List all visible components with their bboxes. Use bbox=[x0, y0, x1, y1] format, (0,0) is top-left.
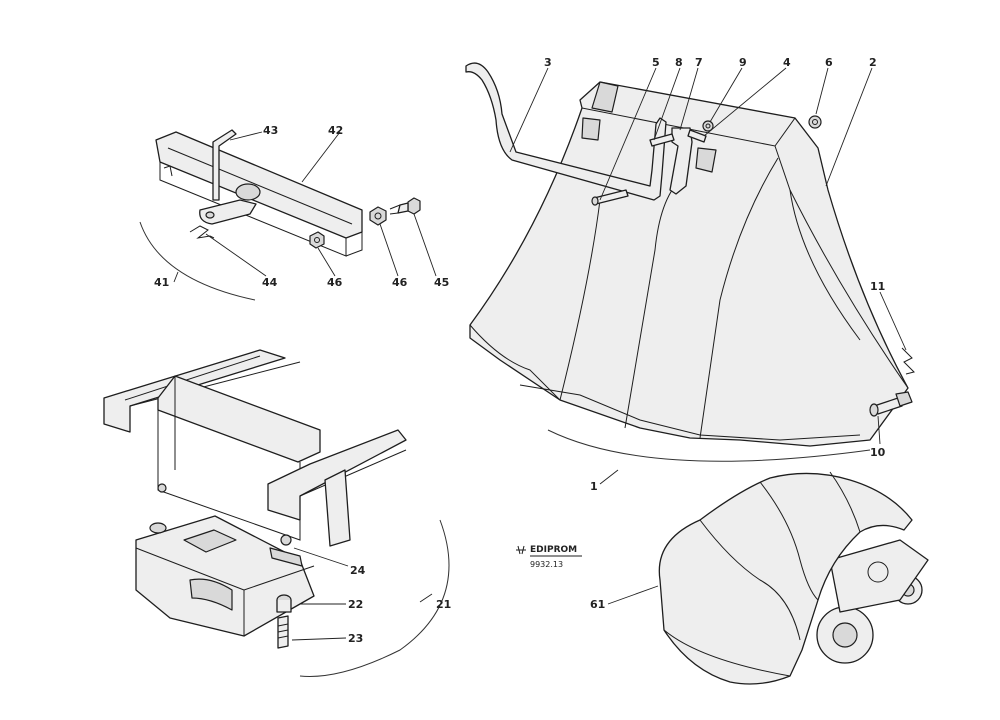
callout-46: 46 bbox=[392, 276, 408, 289]
mower-frame bbox=[103, 349, 407, 547]
fuel-tank-part-22 bbox=[135, 515, 315, 637]
callout-21: 21 bbox=[436, 598, 451, 611]
leader-lines bbox=[173, 67, 907, 641]
nut-part-6 bbox=[808, 115, 822, 129]
clip-part-11 bbox=[901, 347, 915, 375]
callout-9: 9 bbox=[739, 56, 747, 69]
callout-labels: 43 42 41 44 46 46 45 3 5 8 7 9 4 6 2 11 … bbox=[154, 56, 886, 645]
logo-brand: EDIPROM bbox=[530, 545, 577, 555]
mower-wheels bbox=[816, 539, 929, 664]
callout-8: 8 bbox=[675, 56, 683, 69]
callout-5: 5 bbox=[652, 56, 660, 69]
callout-11: 11 bbox=[870, 280, 885, 293]
bolt-part-5 bbox=[591, 189, 629, 206]
callout-23: 23 bbox=[348, 632, 363, 645]
fuel-tank-assembly bbox=[103, 349, 450, 677]
callout-4: 4 bbox=[783, 56, 791, 69]
mower-cover-part-61 bbox=[658, 471, 913, 685]
bolt-part-8 bbox=[649, 133, 675, 147]
pin-part-10 bbox=[869, 391, 913, 417]
callout-10: 10 bbox=[870, 446, 886, 459]
callout-43: 43 bbox=[263, 124, 278, 137]
assembly-arc-41 bbox=[139, 221, 256, 301]
assembly-arc-1 bbox=[547, 429, 871, 462]
bolt-part-23 bbox=[276, 594, 292, 649]
mower-cover-assembly bbox=[658, 471, 929, 685]
nut-part-46-bar bbox=[309, 231, 325, 249]
logo-code: 9932.13 bbox=[530, 560, 563, 569]
callout-46-bar: 46 bbox=[327, 276, 343, 289]
bag-handle-part-3 bbox=[465, 62, 667, 201]
callout-7: 7 bbox=[695, 56, 703, 69]
callout-44: 44 bbox=[262, 276, 278, 289]
callout-6: 6 bbox=[825, 56, 833, 69]
callout-45: 45 bbox=[434, 276, 449, 289]
grass-catcher-assembly bbox=[465, 62, 915, 462]
bag-lid-part-2 bbox=[581, 81, 717, 173]
callout-1: 1 bbox=[590, 480, 598, 493]
washer-part-9 bbox=[702, 120, 714, 132]
spring-clip-part-44 bbox=[189, 225, 215, 239]
callout-41: 41 bbox=[154, 276, 169, 289]
ediprom-logo: EDIPROM 9932.13 bbox=[516, 545, 582, 569]
pin-part-4 bbox=[687, 129, 707, 143]
hitch-pin-part-43 bbox=[212, 129, 237, 201]
nut-part-46 bbox=[369, 206, 387, 226]
bolt-part-45 bbox=[389, 197, 421, 215]
strap-part-24 bbox=[269, 534, 303, 567]
callout-61: 61 bbox=[590, 598, 605, 611]
assembly-arc-21 bbox=[299, 519, 450, 677]
callout-42: 42 bbox=[328, 124, 343, 137]
callout-22: 22 bbox=[348, 598, 363, 611]
callout-3: 3 bbox=[544, 56, 552, 69]
hitch-plate bbox=[199, 199, 257, 225]
tow-hitch-assembly bbox=[139, 129, 421, 301]
callout-24: 24 bbox=[350, 564, 366, 577]
hitch-bracket-part-42 bbox=[155, 131, 363, 257]
callout-2: 2 bbox=[869, 56, 877, 69]
